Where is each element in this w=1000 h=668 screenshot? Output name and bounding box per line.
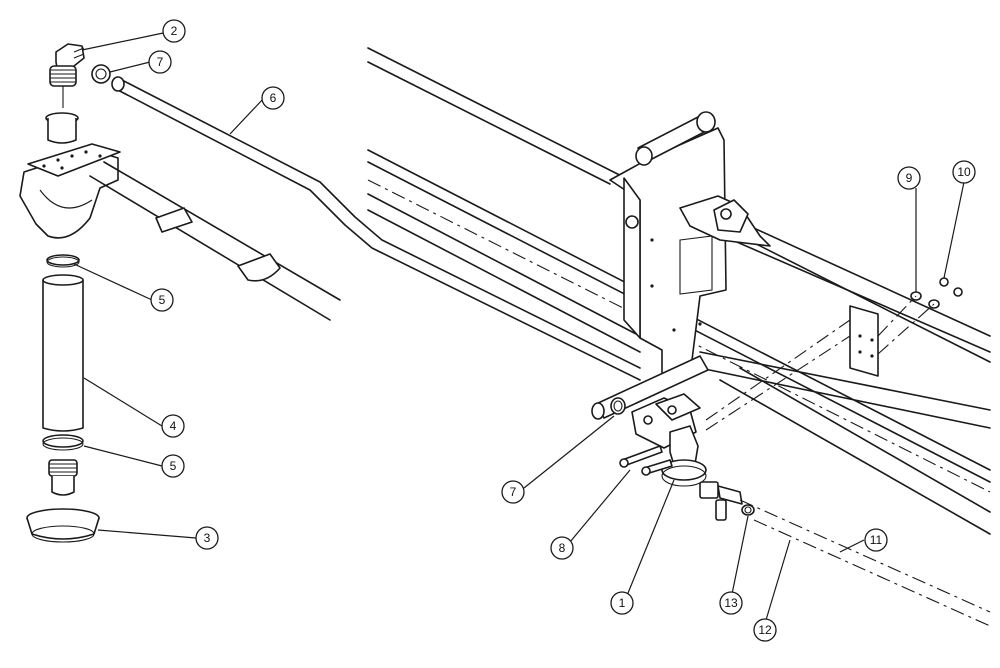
bolts	[619, 445, 673, 476]
callout-4-label: 4	[170, 419, 177, 433]
callout-9: 9	[897, 166, 921, 190]
callout-8-label: 8	[559, 541, 566, 555]
callout-10: 10	[952, 160, 976, 184]
leader-lines	[73, 31, 965, 621]
callout-2-label: 2	[171, 24, 178, 38]
callout-12: 12	[753, 618, 777, 642]
callout-4: 4	[161, 414, 185, 438]
upper-rail	[699, 207, 991, 429]
callout-7-top-label: 7	[157, 55, 164, 69]
pivot-pin	[635, 111, 716, 166]
clamp-ring-upper	[46, 254, 80, 268]
callout-1: 1	[610, 591, 634, 615]
callout-3-label: 3	[204, 531, 211, 545]
elbow-fitting	[49, 43, 85, 87]
callout-13-label: 13	[724, 596, 738, 610]
long-tube	[111, 76, 641, 381]
vertical-pipe	[42, 274, 84, 432]
callout-7-top: 7	[148, 50, 172, 74]
callout-5-lower-label: 5	[170, 459, 177, 473]
saddle-bracket	[19, 143, 121, 239]
mounting-plate	[849, 305, 879, 377]
callout-2: 2	[162, 19, 186, 43]
bowl	[26, 508, 100, 543]
arm-bracket	[679, 195, 771, 247]
ring-fitting-right	[610, 397, 626, 415]
callout-13: 13	[719, 591, 743, 615]
callout-6: 6	[261, 86, 285, 110]
callout-11: 11	[864, 528, 888, 552]
left-boom-beam	[89, 161, 341, 321]
callout-5-upper: 5	[150, 288, 174, 312]
callout-12-label: 12	[758, 623, 772, 637]
callout-6-label: 6	[270, 91, 277, 105]
mast-bracket	[609, 127, 727, 389]
left-assembly	[19, 43, 641, 543]
clamp-ring-lower	[42, 434, 84, 451]
valve-assembly	[631, 393, 743, 521]
ring-fitting-top	[91, 64, 111, 84]
callout-9-label: 9	[906, 171, 913, 185]
top-cup	[45, 112, 79, 144]
callout-3: 3	[195, 526, 219, 550]
washer-nut-hardware	[877, 277, 963, 355]
callout-10-label: 10	[957, 165, 971, 179]
callout-11-label: 11	[870, 533, 883, 547]
callout-7-right: 7	[501, 480, 525, 504]
callout-7-right-label: 7	[510, 485, 517, 499]
right-assembly	[367, 47, 991, 627]
callout-8: 8	[550, 536, 574, 560]
threaded-adapter	[48, 459, 78, 496]
callout-1-label: 1	[619, 596, 626, 610]
callout-5-upper-label: 5	[159, 293, 166, 307]
nozzle-fitting	[741, 504, 755, 516]
callout-5-lower: 5	[161, 454, 185, 478]
